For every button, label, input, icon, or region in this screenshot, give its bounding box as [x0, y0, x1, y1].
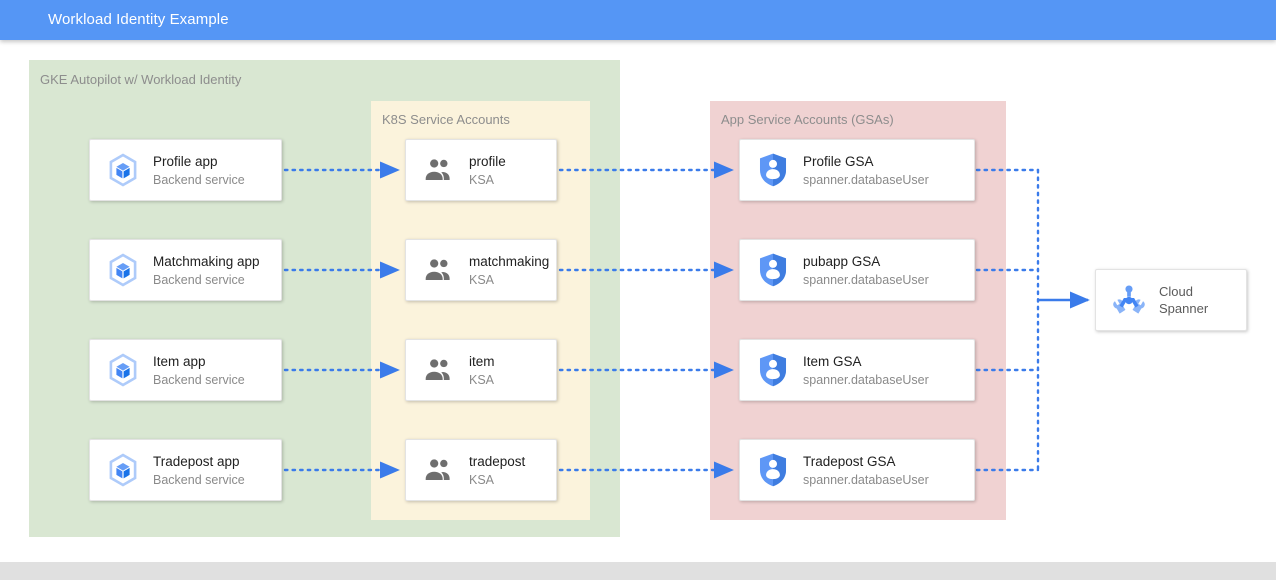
card-text: pubapp GSA spanner.databaseUser: [803, 252, 929, 289]
gke-app-icon: [103, 350, 143, 390]
shield-user-icon: [753, 150, 793, 190]
card-title: Tradepost app: [153, 453, 240, 469]
card-subtitle: Backend service: [153, 172, 245, 187]
card-subtitle: spanner.databaseUser: [803, 172, 929, 187]
card-subtitle: spanner.databaseUser: [803, 272, 929, 287]
card-text: tradepost KSA: [469, 452, 525, 489]
gke-app-icon: [103, 450, 143, 490]
card-title: Item GSA: [803, 353, 862, 369]
card-title: matchmaking: [469, 253, 550, 269]
shield-user-icon: [753, 350, 793, 390]
card-text: profile KSA: [469, 152, 506, 189]
cloud-spanner-icon: [1109, 280, 1149, 320]
group-label-gke: GKE Autopilot w/ Workload Identity: [40, 72, 242, 87]
card-title: item: [469, 353, 495, 369]
card-title: tradepost: [469, 453, 526, 469]
spanner-label-line2: Spanner: [1159, 301, 1209, 316]
people-icon: [419, 350, 459, 390]
card-text: Item GSA spanner.databaseUser: [803, 352, 929, 389]
card-app-matchmaking[interactable]: Matchmaking app Backend service: [89, 239, 282, 301]
window-title: Workload Identity Example: [48, 11, 229, 28]
group-label-gsa: App Service Accounts (GSAs): [721, 112, 894, 127]
card-ksa-matchmaking[interactable]: matchmaking KSA: [405, 239, 557, 301]
card-title: Matchmaking app: [153, 253, 260, 269]
card-text: matchmaking KSA: [469, 252, 549, 289]
card-text: Item app Backend service: [153, 352, 245, 389]
card-text: Cloud Spanner: [1159, 283, 1208, 317]
card-text: Tradepost GSA spanner.databaseUser: [803, 452, 929, 489]
card-text: item KSA: [469, 352, 495, 389]
card-subtitle: Backend service: [153, 372, 245, 387]
group-label-ksa: K8S Service Accounts: [382, 112, 510, 127]
card-subtitle: KSA: [469, 372, 495, 387]
card-gsa-profile[interactable]: Profile GSA spanner.databaseUser: [739, 139, 975, 201]
card-ksa-item[interactable]: item KSA: [405, 339, 557, 401]
card-subtitle: Backend service: [153, 472, 245, 487]
card-ksa-tradepost[interactable]: tradepost KSA: [405, 439, 557, 501]
card-app-tradepost[interactable]: Tradepost app Backend service: [89, 439, 282, 501]
gke-app-icon: [103, 150, 143, 190]
card-text: Matchmaking app Backend service: [153, 252, 260, 289]
card-title: Tradepost GSA: [803, 453, 896, 469]
card-subtitle: KSA: [469, 172, 495, 187]
status-bar: [0, 562, 1276, 580]
card-title: pubapp GSA: [803, 253, 881, 269]
gke-app-icon: [103, 250, 143, 290]
card-title: Profile app: [153, 153, 218, 169]
people-icon: [419, 250, 459, 290]
card-cloud-spanner[interactable]: Cloud Spanner: [1095, 269, 1247, 331]
card-text: Tradepost app Backend service: [153, 452, 245, 489]
card-subtitle: spanner.databaseUser: [803, 372, 929, 387]
card-subtitle: Backend service: [153, 272, 245, 287]
shield-user-icon: [753, 250, 793, 290]
card-gsa-pubapp[interactable]: pubapp GSA spanner.databaseUser: [739, 239, 975, 301]
card-app-item[interactable]: Item app Backend service: [89, 339, 282, 401]
shield-user-icon: [753, 450, 793, 490]
card-text: Profile GSA spanner.databaseUser: [803, 152, 929, 189]
card-title: Item app: [153, 353, 206, 369]
card-ksa-profile[interactable]: profile KSA: [405, 139, 557, 201]
card-subtitle: spanner.databaseUser: [803, 472, 929, 487]
card-title: Profile GSA: [803, 153, 874, 169]
spanner-label-line1: Cloud: [1159, 284, 1193, 299]
card-gsa-item[interactable]: Item GSA spanner.databaseUser: [739, 339, 975, 401]
people-icon: [419, 150, 459, 190]
card-gsa-tradepost[interactable]: Tradepost GSA spanner.databaseUser: [739, 439, 975, 501]
card-subtitle: KSA: [469, 272, 495, 287]
card-app-profile[interactable]: Profile app Backend service: [89, 139, 282, 201]
card-title: profile: [469, 153, 506, 169]
card-text: Profile app Backend service: [153, 152, 245, 189]
window-titlebar: Workload Identity Example: [0, 0, 1276, 40]
card-subtitle: KSA: [469, 472, 495, 487]
people-icon: [419, 450, 459, 490]
